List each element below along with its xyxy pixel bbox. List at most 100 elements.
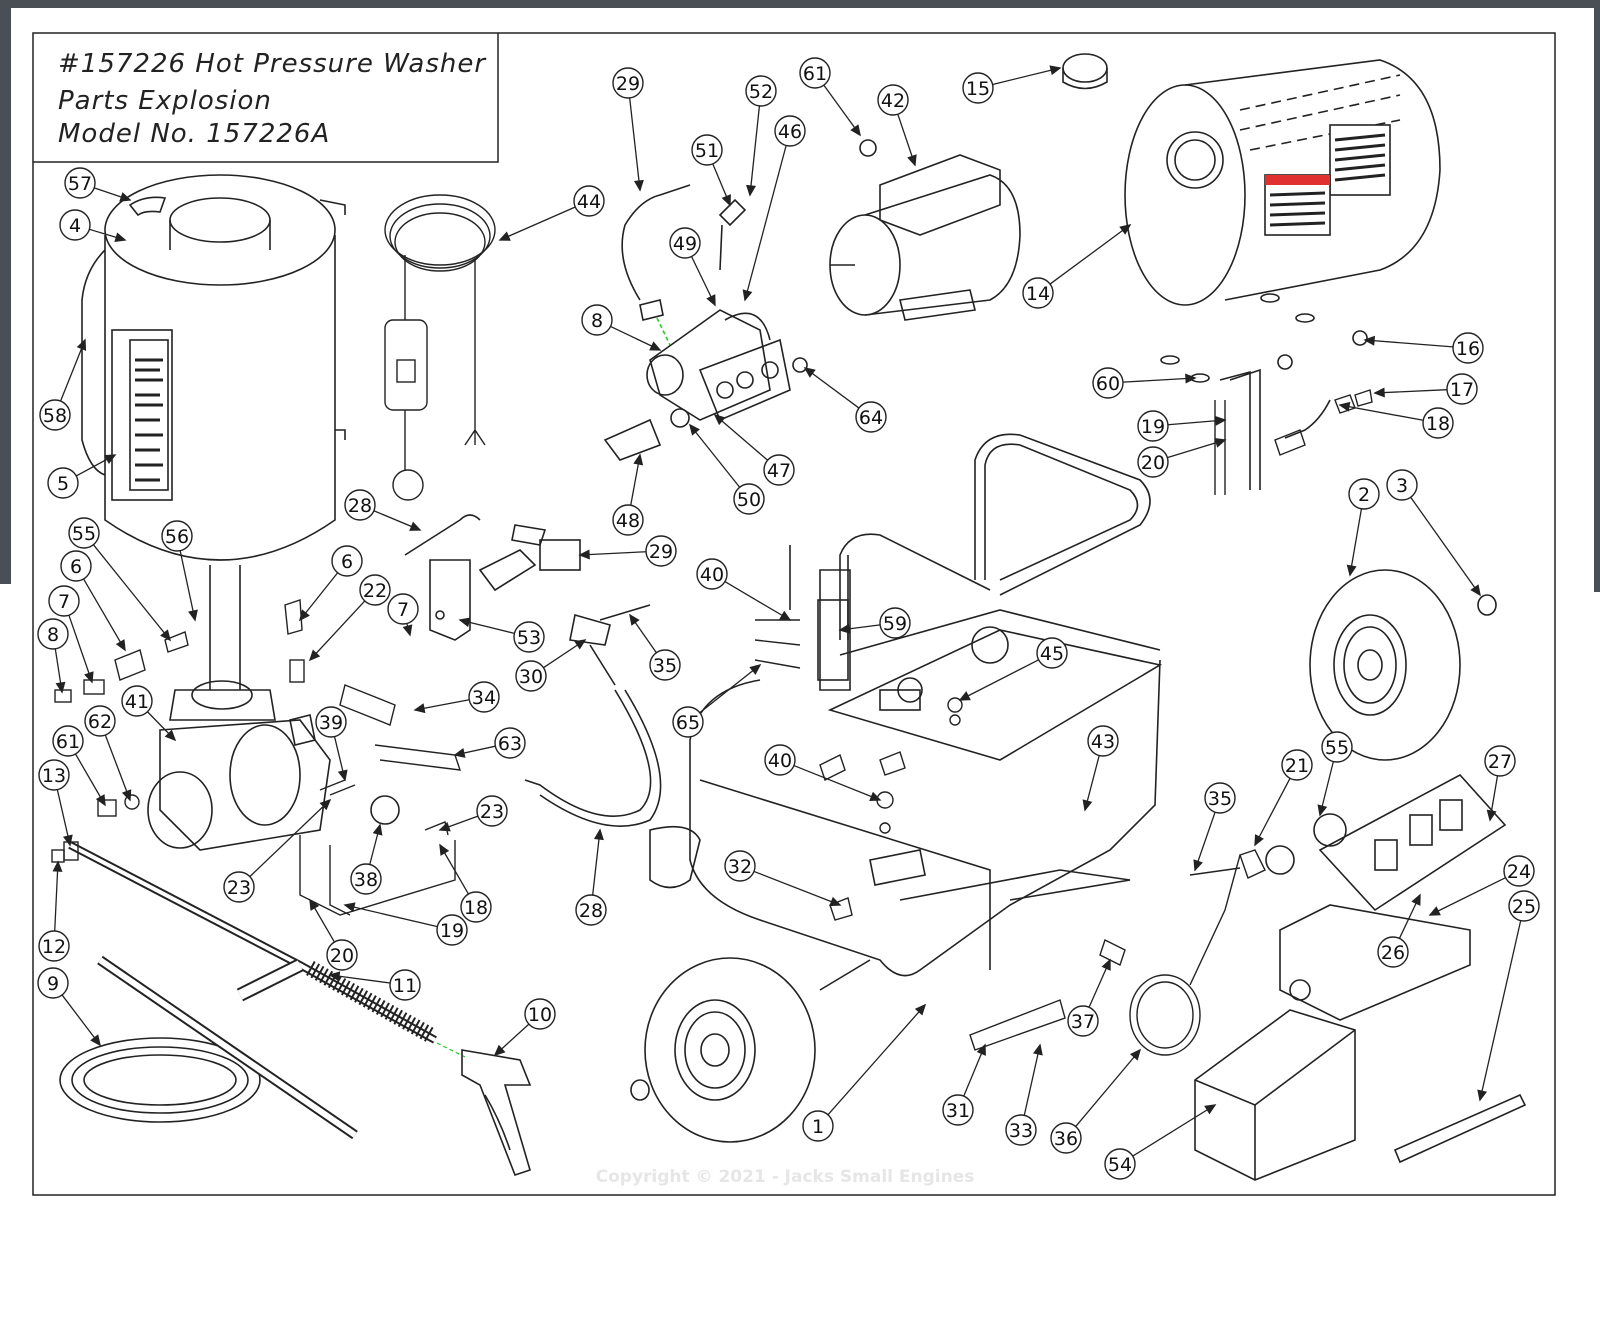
wheel-part-right [1309,569,1497,761]
callout-circle [581,304,613,336]
callout-number: 55 [72,523,96,545]
leader-line-c44 [499,206,576,241]
callout-c8a: 8 [37,618,69,650]
callout-number: 48 [616,510,640,532]
leader-arrow-c7b [402,624,413,637]
callout-number: 11 [393,975,417,997]
callout-c28a: 28 [344,489,376,521]
callout-number: 47 [767,460,791,482]
callout-c34: 34 [468,681,500,713]
callout-number: 35 [653,655,677,677]
callout-c55b: 55 [1321,731,1353,763]
callout-number: 61 [803,63,827,85]
callout-circle [1005,1114,1037,1146]
callout-c54: 54 [1104,1148,1136,1180]
callout-number: 6 [70,556,82,578]
callout-c24: 24 [1503,855,1535,887]
callout-c10: 10 [524,998,556,1030]
callout-number: 31 [946,1100,970,1122]
callout-c32: 32 [724,850,756,882]
callout-c6b: 6 [331,545,363,577]
callout-circle [515,660,547,692]
callout-c2: 2 [1348,478,1380,510]
callout-c36: 36 [1050,1122,1082,1154]
callout-c35a: 35 [649,649,681,681]
callout-circle [573,185,605,217]
callout-circle [1087,725,1119,757]
leader-line-c65 [699,664,761,714]
leader-arrow-c19b [1214,415,1227,426]
callout-number: 43 [1091,731,1115,753]
leader-line-c28b [592,829,601,896]
leader-line-c64 [804,367,860,409]
leader-arrow-c14 [1119,224,1132,235]
callout-number: 40 [700,564,724,586]
callout-c59: 59 [879,607,911,639]
callout-number: 61 [56,731,80,753]
leader-line-c18b [1339,404,1424,421]
callout-circle [774,115,806,147]
callout-c27: 27 [1484,745,1516,777]
leader-line-c33 [1023,1044,1041,1116]
leader-arrow-c7a [84,671,94,684]
callout-circle [855,401,887,433]
leader-line-c61a [74,753,106,806]
callout-number: 12 [42,936,66,958]
callout-circle [763,454,795,486]
callout-number: 50 [737,489,761,511]
callout-circle [1452,332,1484,364]
callout-c51: 51 [691,134,723,166]
callout-circle [745,75,777,107]
leader-arrow-c51 [721,194,731,207]
leader-arrow-c34 [413,703,426,714]
callout-c33: 33 [1005,1114,1037,1146]
callout-number: 29 [649,541,673,563]
leader-line-c16 [1364,339,1454,348]
callout-number: 38 [354,869,378,891]
callout-circle [1137,410,1169,442]
callout-c23a: 23 [223,871,255,903]
leader-arrow-c31 [976,1043,986,1056]
leader-line-c36 [1075,1049,1141,1127]
leader-line-c35b [1194,811,1216,871]
callout-c1: 1 [802,1110,834,1142]
callout-c62: 62 [84,705,116,737]
callout-circle [48,585,80,617]
callout-c15: 15 [962,72,994,104]
callout-c19b: 19 [1137,410,1169,442]
callout-number: 18 [464,897,488,919]
leader-line-c9 [61,994,101,1046]
callout-circle [1104,1148,1136,1180]
leader-arrow-c52 [746,184,756,197]
callout-circle [38,930,70,962]
diagram-subtitle: Parts Explosion [58,86,272,116]
callout-circle [350,863,382,895]
callout-c31: 31 [942,1094,974,1126]
callout-number: 42 [881,90,905,112]
callout-c8b: 8 [581,304,613,336]
leader-line-c23a [249,799,331,878]
callout-circle [1036,637,1068,669]
window-left-frame [0,8,11,584]
callout-circle [672,706,704,738]
callout-number: 22 [363,580,387,602]
callout-number: 65 [676,712,700,734]
callout-c39: 39 [315,706,347,738]
leader-line-c61b [823,84,861,136]
leader-arrow-c13 [62,834,73,847]
callout-circle [645,535,677,567]
callout-c6a: 6 [60,550,92,582]
leader-arrow-c17 [1373,387,1385,398]
callout-c19a: 19 [436,914,468,946]
spray-gun-part [461,1049,532,1176]
burner-assembly-part [147,680,400,851]
callout-number: 8 [47,624,59,646]
callout-c18a: 18 [460,891,492,923]
callout-circle [799,57,831,89]
leader-arrow-c65 [749,664,762,675]
callout-number: 19 [440,920,464,942]
callout-number: 53 [517,627,541,649]
leader-arrow-c48 [633,453,644,466]
leader-line-c12 [54,861,59,932]
callout-number: 56 [165,526,189,548]
